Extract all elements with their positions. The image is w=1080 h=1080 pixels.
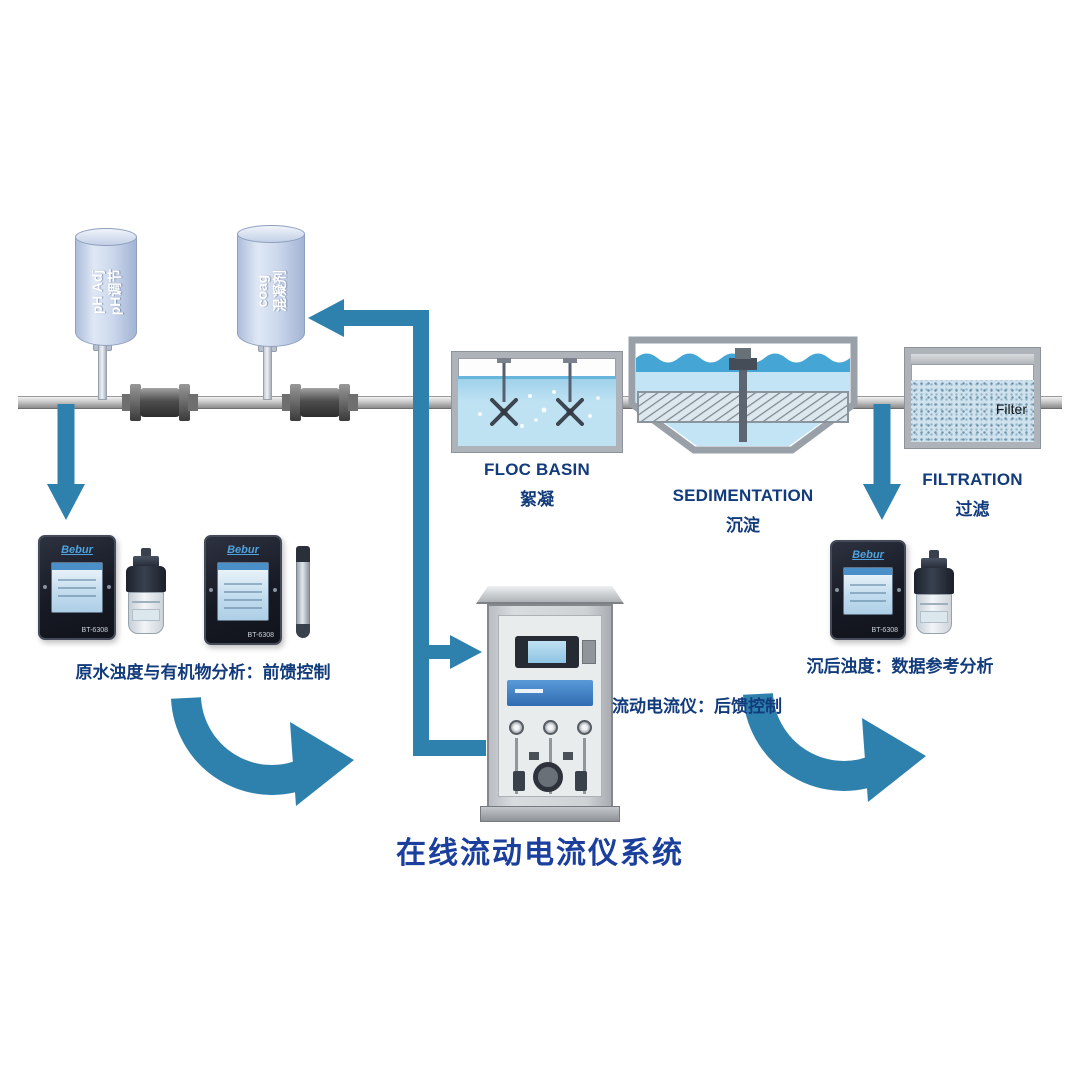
ph-dosing-tank: pH Adj pH调节 — [75, 228, 137, 346]
reagent-bottle — [575, 771, 587, 791]
floc-label-zh: 絮凝 — [520, 490, 554, 509]
tubing — [515, 738, 518, 794]
coagulant-dosing-tank: coag 混凝剂 — [237, 225, 305, 347]
main-title: 在线流动电流仪系统 — [396, 837, 684, 870]
raw-water-sample-arrow — [47, 404, 85, 520]
cabinet-base — [480, 806, 620, 822]
model-label: BT-6308 — [247, 632, 274, 639]
floc-basin — [452, 352, 622, 452]
controller-screen — [51, 562, 103, 613]
sedimentation-basin — [628, 336, 858, 454]
center-caption: 流动电流仪：后馈控制 — [612, 697, 782, 716]
sample-coil — [533, 762, 563, 792]
turbidity-sensor-right — [912, 550, 956, 634]
analyzer-unit — [507, 680, 593, 706]
screw-icon — [43, 585, 47, 590]
coag-tank-label-en: coag — [253, 274, 270, 308]
stage-label-sedimentation: SEDIMENTATION 沉淀 — [628, 486, 858, 536]
screw-icon — [209, 587, 213, 592]
left-caption: 原水浊度与有机物分析：前馈控制 — [75, 663, 331, 682]
coag-tank-lid — [237, 225, 305, 243]
ph-tank-label: pH Adj pH调节 — [88, 236, 124, 348]
screw-icon — [107, 585, 111, 590]
floc-mixers-icon — [478, 358, 600, 428]
brand-logo: Bebur — [852, 549, 884, 561]
coag-tank-label-zh: 混凝剂 — [272, 269, 288, 312]
mounting-panel — [498, 615, 602, 797]
sed-label-en: SEDIMENTATION — [672, 486, 814, 505]
controller-screen — [217, 562, 269, 622]
ph-tank-label-en: pH Adj — [88, 269, 105, 315]
filt-label-en: FILTRATION — [922, 470, 1023, 489]
pipe-coupling — [122, 384, 198, 421]
filter-media: Filter — [911, 380, 1034, 442]
pump-icon — [577, 720, 592, 735]
pipe-coupling — [282, 384, 358, 421]
brand-logo: Bebur — [61, 544, 93, 556]
reagent-bottle — [513, 771, 525, 791]
tubing — [583, 738, 586, 794]
coag-tank-stem — [263, 345, 272, 400]
model-label: BT-6308 — [871, 627, 898, 634]
stage-label-filtration: FILTRATION 过滤 — [905, 470, 1040, 520]
coag-tank-body — [237, 234, 305, 347]
cabinet-roof — [476, 586, 624, 604]
feedforward-loop-arrow — [171, 696, 354, 806]
settled-water-sample-arrow — [863, 404, 901, 520]
sed-label-zh: 沉淀 — [726, 516, 760, 535]
filter-media-label: Filter — [995, 401, 1027, 418]
screw-icon — [273, 587, 277, 592]
turbidity-controller-left: Bebur BT-6308 — [38, 535, 116, 640]
floc-label-en: FLOC BASIN — [484, 460, 590, 479]
organics-controller-left: Bebur BT-6308 — [204, 535, 282, 645]
brand-logo: Bebur — [227, 544, 259, 556]
feedback-loop-arrow — [743, 692, 926, 802]
turbidity-controller-right: Bebur BT-6308 — [830, 540, 906, 640]
filtration-basin: Filter — [905, 348, 1040, 448]
coag-tank-label: coag 混凝剂 — [253, 235, 289, 347]
turbidity-sensor-left — [124, 548, 168, 634]
stage-label-floc: FLOC BASIN 絮凝 — [452, 460, 622, 510]
display-module — [515, 636, 579, 668]
pump-icon — [509, 720, 524, 735]
analyzer-cabinet — [476, 586, 624, 822]
ph-tank-body — [75, 237, 137, 346]
valve-icon — [529, 752, 539, 760]
filter-rim — [911, 354, 1034, 365]
ph-tank-label-zh: pH调节 — [107, 268, 123, 316]
screw-icon — [897, 588, 901, 593]
controller-screen — [842, 567, 894, 615]
valve-icon — [563, 752, 573, 760]
right-caption: 沉后浊度：数据参考分析 — [806, 657, 994, 676]
screw-icon — [835, 588, 839, 593]
filt-label-zh: 过滤 — [955, 500, 990, 519]
dip-probe — [296, 546, 310, 638]
pump-icon — [543, 720, 558, 735]
model-label: BT-6308 — [81, 627, 108, 634]
cabinet-body — [487, 604, 613, 808]
ph-tank-stem — [98, 344, 107, 400]
junction-box — [582, 640, 596, 664]
ph-tank-lid — [75, 228, 137, 246]
